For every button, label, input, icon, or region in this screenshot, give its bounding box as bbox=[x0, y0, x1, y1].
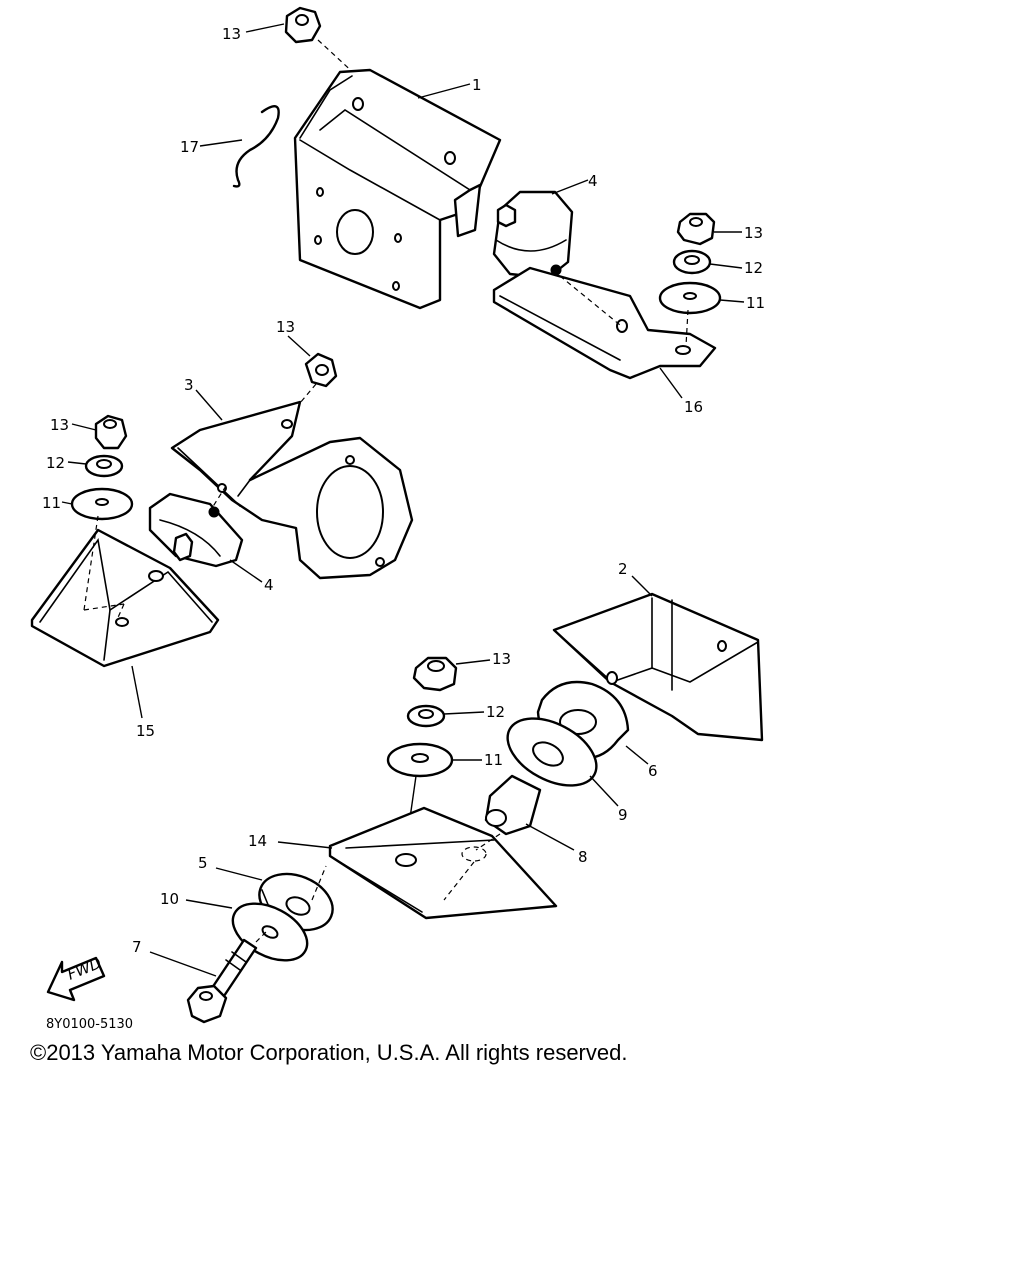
part-11-washer-right bbox=[658, 281, 722, 315]
callout-15: 15 bbox=[136, 722, 155, 740]
copyright-notice: ©2013 Yamaha Motor Corporation, U.S.A. A… bbox=[30, 1040, 628, 1065]
part-8-collar bbox=[484, 774, 542, 836]
fwd-arrow-icon bbox=[46, 956, 106, 1002]
part-12-lockwasher-lower bbox=[406, 704, 446, 728]
callout-13-middle: 13 bbox=[276, 318, 295, 336]
callout-6: 6 bbox=[648, 762, 658, 780]
callout-13-right: 13 bbox=[744, 224, 763, 242]
part-13-nut-lower bbox=[412, 656, 458, 692]
part-14-plate bbox=[328, 806, 558, 920]
callout-13-left: 13 bbox=[50, 416, 69, 434]
callout-11-left: 11 bbox=[42, 494, 61, 512]
callout-12-lower: 12 bbox=[486, 703, 505, 721]
callout-17: 17 bbox=[180, 138, 199, 156]
callout-10: 10 bbox=[160, 890, 179, 908]
callout-4-lower: 4 bbox=[264, 576, 274, 594]
part-13-nut-middle bbox=[304, 352, 338, 388]
callout-12-left: 12 bbox=[46, 454, 65, 472]
callout-4-upper: 4 bbox=[588, 172, 598, 190]
callout-7: 7 bbox=[132, 938, 142, 956]
part-1-bracket bbox=[293, 68, 502, 310]
callout-14: 14 bbox=[248, 832, 267, 850]
part-17-clip bbox=[232, 105, 280, 188]
callout-8: 8 bbox=[578, 848, 588, 866]
callout-labels: 13 1 17 4 13 12 11 13 3 16 13 12 11 4 2 … bbox=[42, 25, 765, 956]
callout-2: 2 bbox=[618, 560, 628, 578]
callout-16: 16 bbox=[684, 398, 703, 416]
diagram-code: 8Y0100-5130 bbox=[46, 1017, 133, 1032]
exploded-view-drawing: FWD 13 1 17 4 13 12 11 13 3 16 13 12 11 … bbox=[30, 6, 765, 1032]
part-7-bolt bbox=[186, 938, 258, 1024]
callout-13-top: 13 bbox=[222, 25, 241, 43]
part-3-bracket bbox=[170, 400, 414, 580]
part-15-bracket bbox=[30, 528, 220, 668]
part-13-nut-top bbox=[284, 6, 322, 44]
part-12-lockwasher-left bbox=[84, 454, 124, 478]
callout-9: 9 bbox=[618, 806, 628, 824]
callout-11-right: 11 bbox=[746, 294, 765, 312]
callout-3: 3 bbox=[184, 376, 194, 394]
callout-12-right: 12 bbox=[744, 259, 763, 277]
part-13-nut-left bbox=[94, 414, 128, 450]
part-4-damper-lower bbox=[148, 492, 244, 568]
part-11-washer-left bbox=[70, 487, 134, 521]
part-9-washer bbox=[506, 717, 598, 787]
part-16-stay bbox=[492, 266, 717, 380]
callout-1: 1 bbox=[472, 76, 482, 94]
part-13-nut-right bbox=[676, 212, 716, 246]
callout-11-lower: 11 bbox=[484, 751, 503, 769]
callout-13-lower: 13 bbox=[492, 650, 511, 668]
part-4-damper-upper bbox=[492, 190, 574, 280]
callout-5: 5 bbox=[198, 854, 208, 872]
part-11-washer-lower bbox=[386, 742, 454, 778]
part-2-bracket bbox=[552, 592, 764, 742]
part-12-lockwasher-right bbox=[672, 249, 712, 275]
